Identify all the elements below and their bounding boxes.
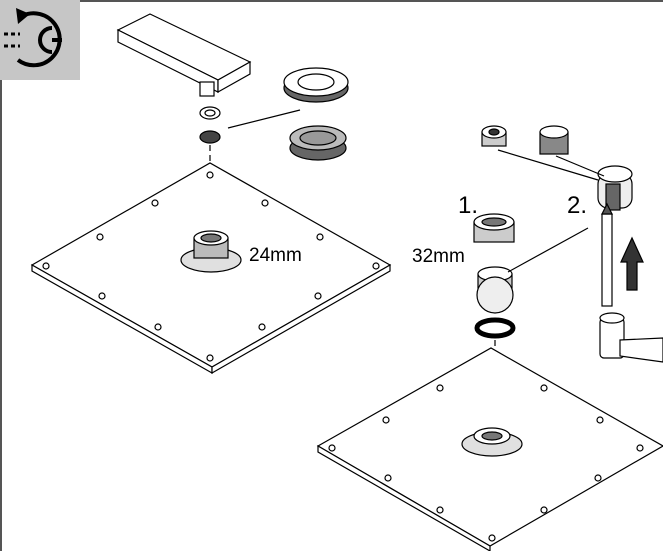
step-one-label: 1. [458,192,479,219]
dimension-label-32mm: 32mm [412,246,465,267]
plate-screws-left [42,171,380,362]
up-arrow-icon [620,236,644,291]
leader-line-insert-a [497,149,599,181]
removal-tool [601,202,613,307]
adapter-nut [473,213,515,243]
cap-detail [597,165,633,211]
filter-screen-large [289,125,347,161]
ball-joint [476,266,514,314]
insert-part-a [481,125,507,147]
shower-arm [116,13,252,97]
dimension-label-24mm: 24mm [249,245,302,266]
service-badge [0,0,80,80]
leader-line-step-two [507,227,589,273]
o-ring [474,317,516,339]
insert-part-b [539,125,569,155]
leader-line-insert-b [555,155,605,177]
plate-screws-right [328,384,644,542]
connector-right [461,427,523,457]
filter-small [199,130,221,144]
hex-key [599,312,663,363]
washer-small [199,106,221,120]
leader-line-washer [227,109,301,129]
step-two-label: 2. [567,192,588,219]
service-wrench-icon [4,8,62,68]
connector-left [180,230,242,273]
sealing-ring-large [283,67,349,103]
